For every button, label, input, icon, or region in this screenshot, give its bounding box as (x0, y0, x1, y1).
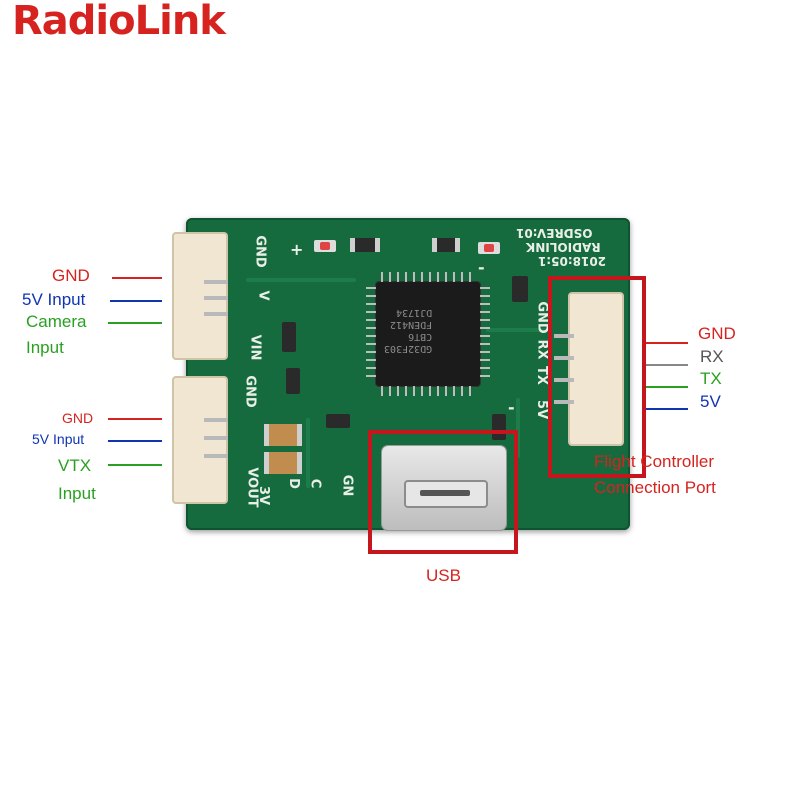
chip-pins (366, 272, 490, 396)
silk-d: D (285, 478, 301, 489)
fc-rx-label: RX (700, 347, 724, 366)
camera-5v-label: 5V Input (22, 290, 86, 309)
connector-pin (554, 378, 574, 382)
camera-5v-line (110, 300, 162, 302)
vtx-signal-line (108, 464, 162, 466)
usb-port (382, 446, 506, 530)
pcb-trace (246, 278, 356, 282)
vtx-5v-label: 5V Input (32, 431, 85, 447)
fc-5v-line (646, 408, 688, 410)
smd-capacitor (264, 424, 302, 446)
camera-label: Camera (26, 312, 87, 331)
connector-pin (204, 454, 228, 458)
pcb-trace (306, 418, 310, 488)
mcu-chip: GD32F303 CBT6 FDEN412 DJ1734 (376, 282, 480, 386)
silk-5v: 5V (534, 399, 550, 420)
vtx-gnd-label: GND (62, 410, 94, 426)
silk-vin: VIN (247, 334, 263, 361)
smd-resistor (326, 414, 350, 428)
connector-pin (204, 418, 228, 422)
silk-v: V (255, 290, 271, 301)
silk-plus: + (290, 240, 304, 259)
silk-brand: RADIOLINK (526, 240, 601, 254)
fc-gnd-line (646, 342, 688, 344)
pcb-trace (516, 398, 520, 458)
fc-port-title-line1: Flight Controller (594, 452, 714, 471)
led (478, 242, 500, 254)
fc-port-highlight (548, 276, 646, 478)
vtx-gnd-line (108, 418, 162, 420)
camera-connector (172, 232, 228, 360)
connector-pin (204, 296, 228, 300)
silk-gnd-camera: GND (252, 235, 268, 268)
fc-connector (554, 292, 624, 446)
smd-resistor (512, 276, 528, 302)
connector-pin (204, 280, 228, 284)
led (314, 240, 336, 252)
fc-tx-line (646, 386, 688, 388)
smd-resistor (432, 238, 460, 252)
fc-5v-label: 5V (700, 392, 721, 411)
smd-resistor (286, 368, 300, 394)
silk-gnd-vtx: GND (242, 375, 258, 408)
silk-3v: 3V (256, 485, 272, 506)
osd-board: OSDREV:01 RADIOLINK 2018:05:1 + - GD32F3… (172, 218, 630, 530)
vtx-5v-line (108, 440, 162, 442)
vtx-connector (172, 376, 228, 504)
smd-capacitor (264, 452, 302, 474)
fc-tx-label: TX (700, 369, 722, 388)
fc-port-title-line2: Connection Port (594, 478, 716, 497)
silk-date: 2018:05:1 (538, 254, 607, 268)
camera-gnd-line (112, 277, 162, 279)
connector-pin (204, 312, 228, 316)
silk-revision: OSDREV:01 (516, 226, 593, 240)
radiolink-logo: RadioLink (12, 0, 226, 44)
silk-minus: - (478, 258, 485, 277)
connector-pin (554, 356, 574, 360)
silk-c: C (307, 478, 323, 489)
fc-rx-line (646, 364, 688, 366)
camera-gnd-label: GND (52, 266, 90, 285)
silk-gn: GN (339, 474, 355, 497)
camera-signal-line (108, 322, 162, 324)
vtx-input-label: Input (58, 484, 96, 503)
smd-resistor (282, 322, 296, 352)
smd-resistor (350, 238, 380, 252)
silk-tx: TX (533, 366, 549, 385)
connector-pin (204, 436, 228, 440)
camera-input-label: Input (26, 338, 64, 357)
usb-highlight (368, 430, 518, 554)
vtx-label: VTX (58, 456, 92, 475)
connector-pin (554, 334, 574, 338)
silk-minus-fc: - (508, 398, 515, 417)
fc-gnd-label: GND (698, 324, 736, 343)
pcb-trace (486, 328, 546, 332)
connector-pin (554, 400, 574, 404)
usb-label: USB (426, 566, 461, 585)
